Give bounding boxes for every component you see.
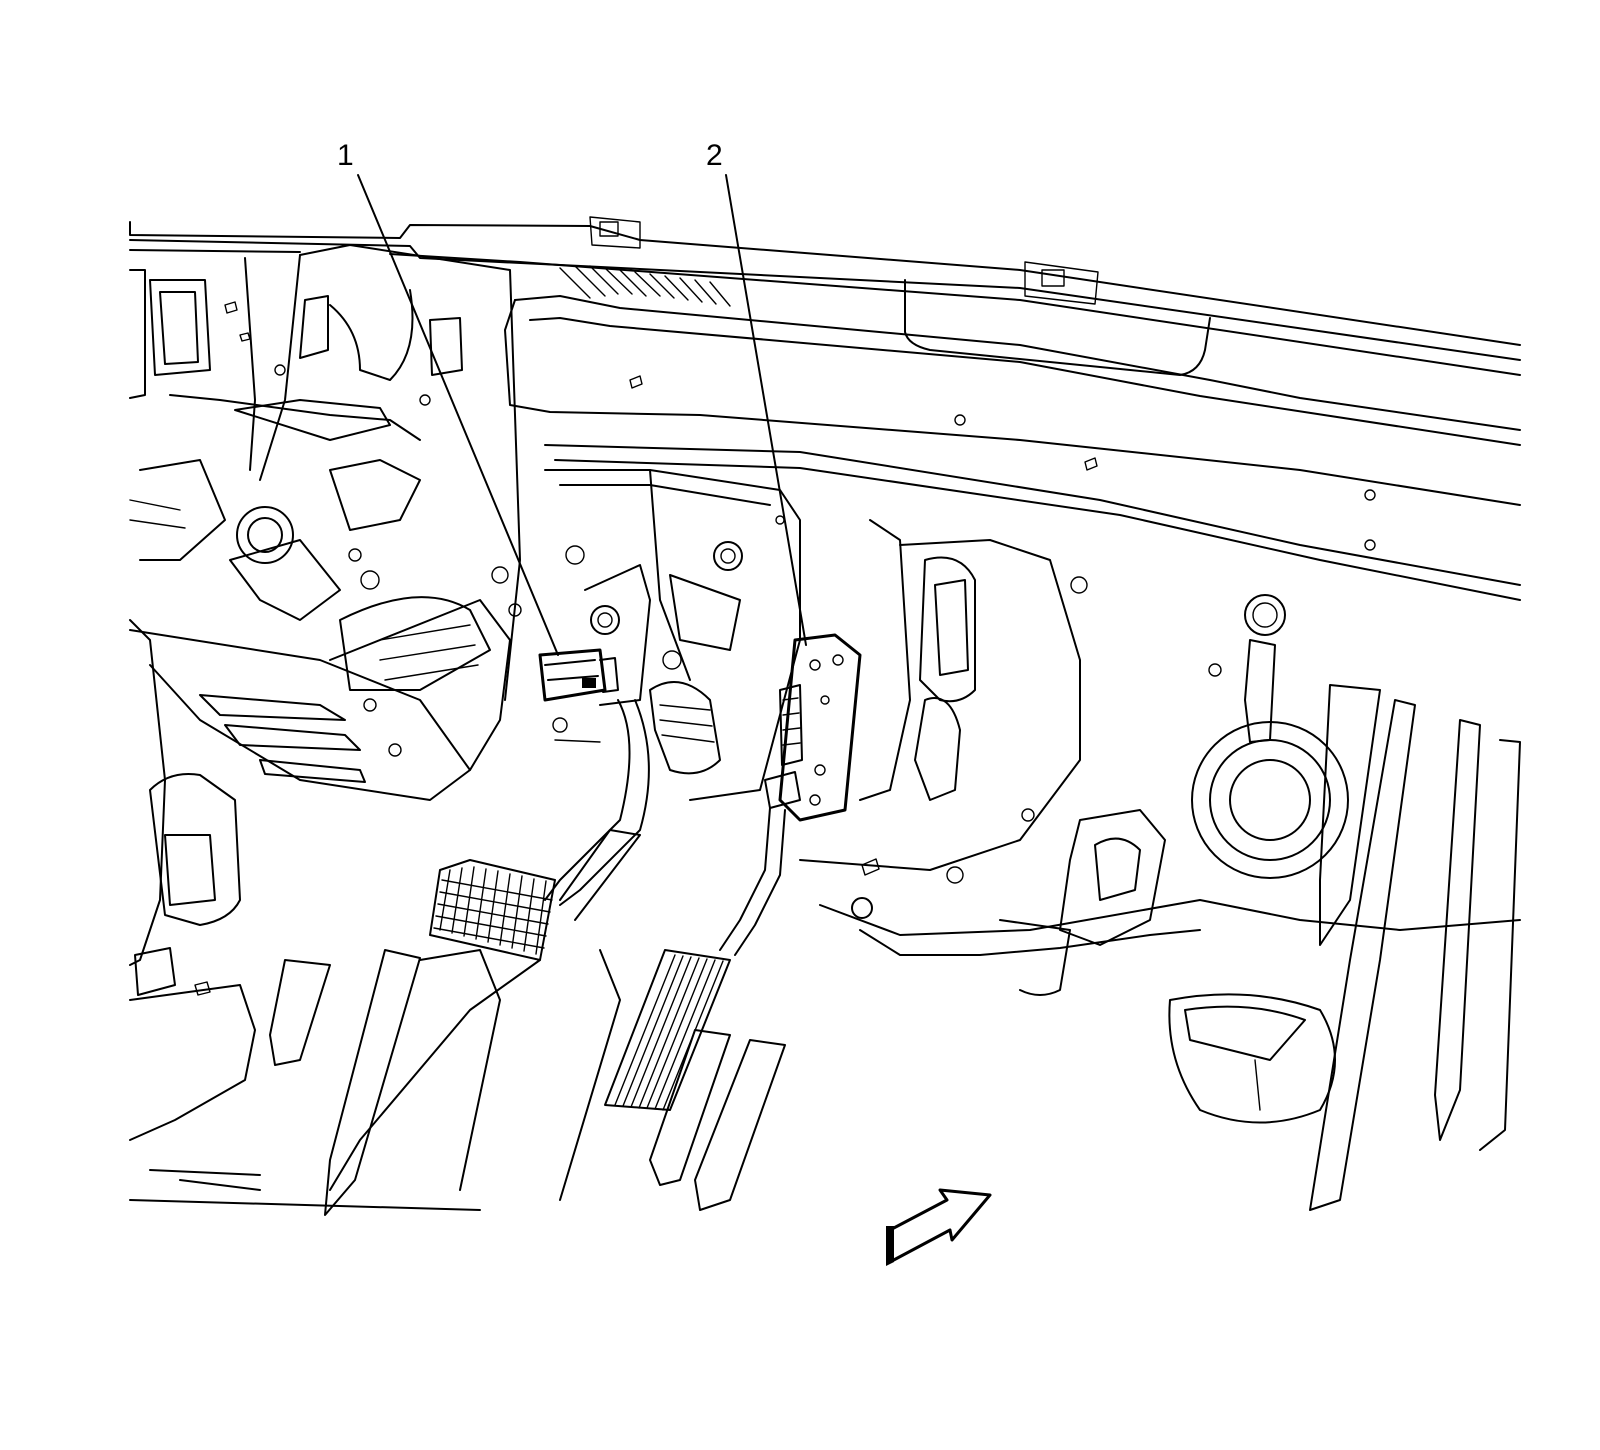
callout-2-leader <box>725 174 807 646</box>
callout-1: 1 <box>337 139 559 656</box>
accelerator-pedal-position-sensor <box>764 633 862 822</box>
cowl-structure <box>129 216 1521 601</box>
callout-1-label: 1 <box>337 139 354 172</box>
firewall-right <box>799 519 1521 1211</box>
brake-pedal-position-sensor <box>538 545 651 706</box>
brake-pedal-pad-texture <box>433 866 553 955</box>
left-pillar <box>129 257 256 1141</box>
accelerator-pedal <box>604 807 786 1111</box>
callout-2-label: 2 <box>706 139 723 172</box>
brake-pedal-bracket <box>129 244 522 801</box>
accelerator-pedal-pad-ridges <box>614 954 724 1111</box>
brake-pedal <box>329 699 650 1191</box>
callout-1-leader <box>357 174 559 656</box>
pedal-box <box>544 469 801 801</box>
callout-2: 2 <box>706 139 807 646</box>
forward-arrow-icon <box>886 1188 992 1266</box>
floor-ribs <box>129 949 786 1216</box>
